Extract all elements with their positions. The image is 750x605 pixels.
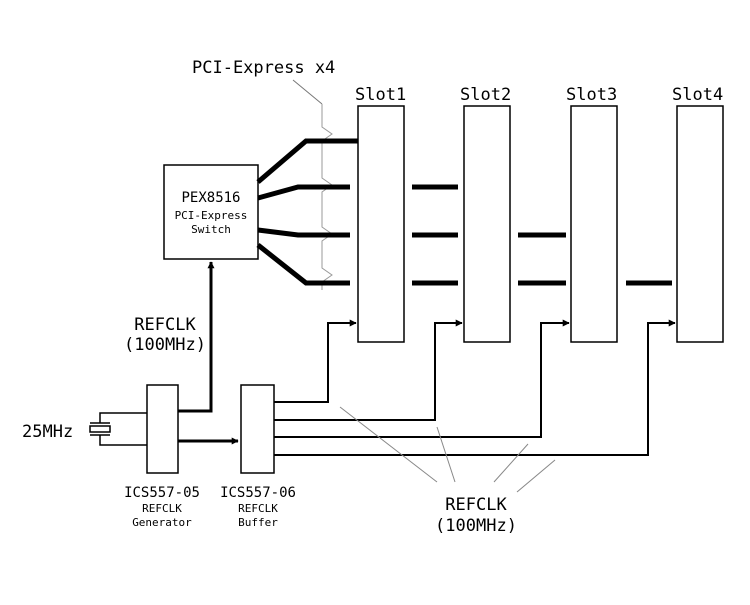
ics557-05-generator <box>146 384 179 474</box>
generator-line2: Generator <box>132 516 192 529</box>
pcie-link-4a <box>256 243 350 286</box>
ics557-06-buffer <box>240 384 275 474</box>
refclk-lines <box>274 319 676 456</box>
pcie-link-3a <box>257 227 350 238</box>
refclk-leaders <box>339 406 556 493</box>
refclk-to-slot4 <box>274 319 676 456</box>
slot4 <box>676 105 724 343</box>
bus-bracket <box>321 104 333 290</box>
bus-label-leader <box>292 79 323 105</box>
buffer-line1: REFCLK <box>238 502 278 515</box>
slot2 <box>463 105 511 343</box>
slot3 <box>570 105 618 343</box>
generator-part: ICS557-05 <box>124 485 200 501</box>
crystal-label: 25MHz <box>22 422 73 442</box>
slot1-label: Slot1 <box>355 85 406 105</box>
refclk-left-line2: (100MHz) <box>124 335 206 355</box>
bus-label: PCI-Express x4 <box>192 58 335 78</box>
slot2-label: Slot2 <box>460 85 511 105</box>
refclk-to-slot2 <box>274 319 463 421</box>
slot1 <box>357 105 405 343</box>
gen-to-switch-arrow <box>178 261 215 413</box>
pex8516-switch <box>163 164 259 260</box>
crystal-symbol <box>89 412 147 446</box>
switch-name: PEX8516 <box>181 190 240 206</box>
refclk-to-slot3 <box>274 319 570 438</box>
slot4-label: Slot4 <box>672 85 723 105</box>
switch-line1: PCI-Express <box>175 209 248 222</box>
buffer-line2: Buffer <box>238 516 278 529</box>
slot3-label: Slot3 <box>566 85 617 105</box>
refclk-to-slot1 <box>274 319 357 403</box>
refclk-left-line1: REFCLK <box>134 315 196 335</box>
refclk-bottom-line1: REFCLK <box>445 495 507 515</box>
buffer-part: ICS557-06 <box>220 485 296 501</box>
generator-line1: REFCLK <box>142 502 182 515</box>
pcie-links <box>256 138 672 286</box>
switch-line2: Switch <box>191 223 231 236</box>
pcie-link-1 <box>256 138 358 184</box>
refclk-bottom-line2: (100MHz) <box>435 516 517 536</box>
pcie-link-2a <box>257 184 350 201</box>
